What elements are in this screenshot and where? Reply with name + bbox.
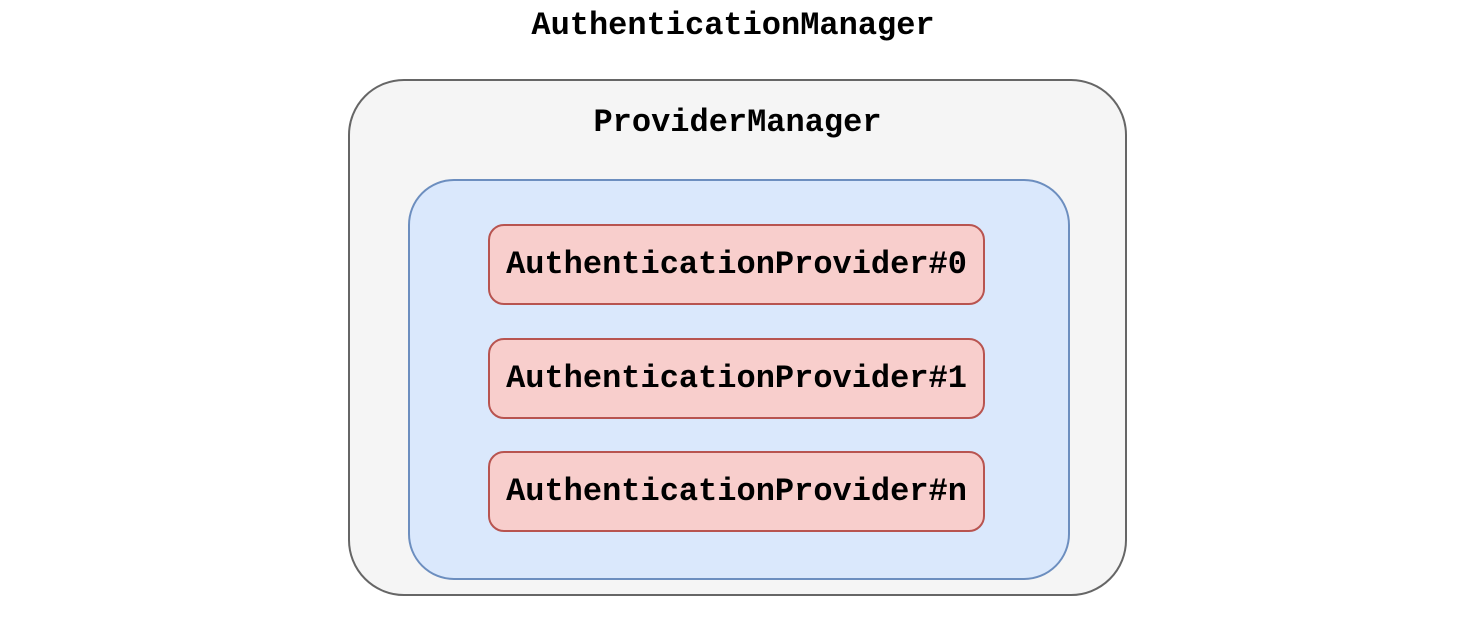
provider-manager-box: ProviderManager AuthenticationProvider#0… [348,79,1127,596]
authentication-provider-n-label: AuthenticationProvider#n [506,472,967,510]
authentication-provider-n-box: AuthenticationProvider#n [488,451,985,532]
authentication-provider-1-box: AuthenticationProvider#1 [488,338,985,419]
providers-container-box: AuthenticationProvider#0 AuthenticationP… [408,179,1070,580]
authentication-provider-1-label: AuthenticationProvider#1 [506,359,967,397]
diagram-title: AuthenticationManager [531,7,935,44]
authentication-provider-0-label: AuthenticationProvider#0 [506,245,967,283]
provider-manager-label: ProviderManager [593,104,882,141]
authentication-provider-0-box: AuthenticationProvider#0 [488,224,985,305]
